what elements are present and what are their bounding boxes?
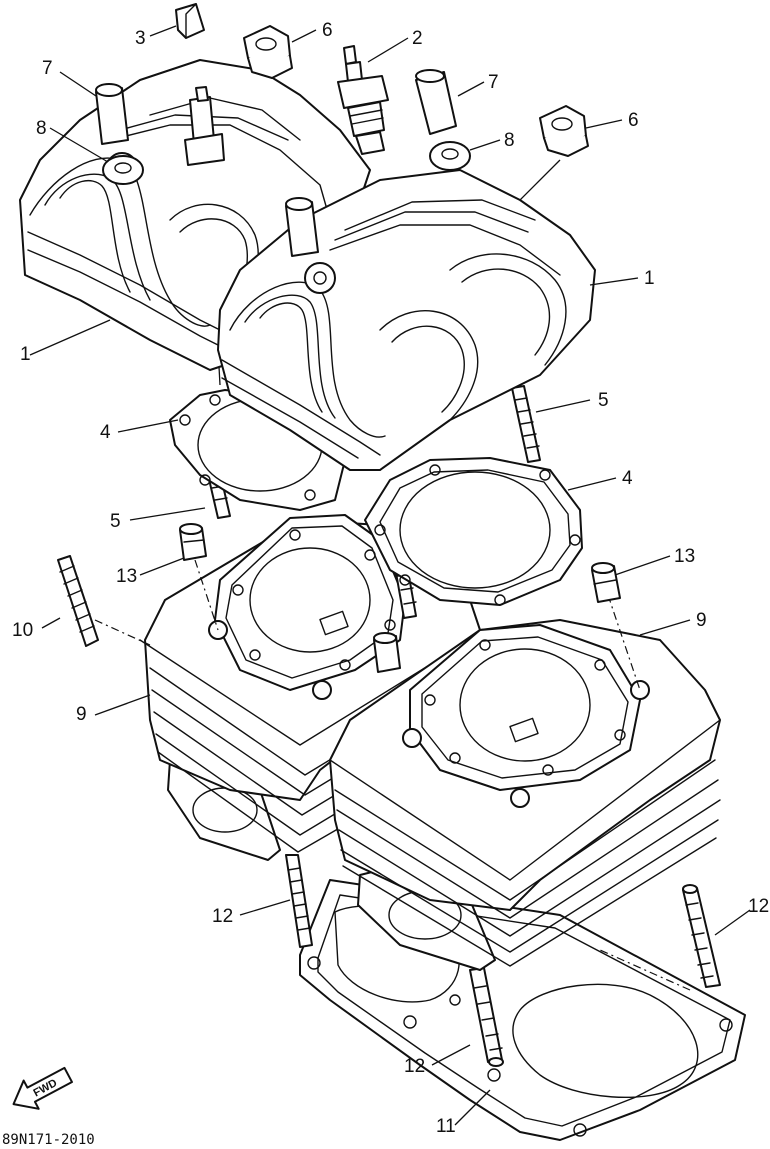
callout-labels: 3 6 2 7 7 8 8 6 1 1 4 5 4 5 13 13 10 9 9…: [12, 20, 769, 1137]
cylinder-right: [329, 619, 721, 971]
alignment-line-12: [599, 949, 691, 991]
stud-5-right: [511, 385, 541, 463]
callout-leaders: [29, 25, 751, 1126]
base-gasket: [299, 879, 746, 1141]
callout-4: 4: [100, 422, 111, 443]
callout-13: 13: [116, 566, 137, 587]
cap-nut-13-right: [591, 562, 621, 603]
callout-10: 10: [12, 620, 33, 641]
callout-7: 7: [488, 72, 499, 93]
spark-plug-left: [184, 86, 225, 166]
washer-8-right: [429, 141, 471, 171]
callout-8: 8: [504, 130, 515, 151]
callout-8: 8: [36, 118, 47, 139]
drawing-code: 89N171-2010: [2, 1132, 95, 1148]
head-gasket-right: [364, 457, 583, 606]
callout-5: 5: [110, 511, 121, 532]
nut-3: [175, 3, 205, 39]
stud-bolt-12-right: [682, 884, 721, 988]
cap-nut-6-left: [243, 25, 293, 79]
callout-5: 5: [598, 390, 609, 411]
callout-3: 3: [135, 28, 146, 49]
callout-13: 13: [674, 546, 695, 567]
washer-8-left: [102, 155, 144, 185]
cap-nut-6-right: [539, 105, 589, 157]
callout-12: 12: [212, 906, 233, 927]
callout-9: 9: [76, 704, 87, 725]
callout-1: 1: [644, 268, 655, 289]
callout-7: 7: [42, 58, 53, 79]
callout-6: 6: [628, 110, 639, 131]
dowel-pins-10: [57, 555, 99, 647]
spark-plug-2: [337, 45, 389, 155]
alignment-line-10: [94, 619, 151, 646]
stud-bolt-12-center: [469, 967, 504, 1067]
alignment-line-13-left: [194, 559, 219, 631]
callout-9: 9: [696, 610, 707, 631]
callout-12: 12: [404, 1056, 425, 1077]
collar-7-left: [95, 83, 129, 145]
callout-12: 12: [748, 896, 769, 917]
callout-4: 4: [622, 468, 633, 489]
stud-bolt-12-left: [285, 854, 313, 948]
forward-arrow-icon: FWD: [12, 1066, 74, 1110]
collar-7-center: [285, 197, 319, 257]
callout-6: 6: [322, 20, 333, 41]
callout-2: 2: [412, 28, 423, 49]
callout-1: 1: [20, 344, 31, 365]
cap-nut-13-left: [179, 523, 207, 561]
callout-11: 11: [436, 1116, 456, 1137]
collar-7-right: [415, 69, 457, 135]
cap-nut-13-center: [373, 632, 401, 673]
